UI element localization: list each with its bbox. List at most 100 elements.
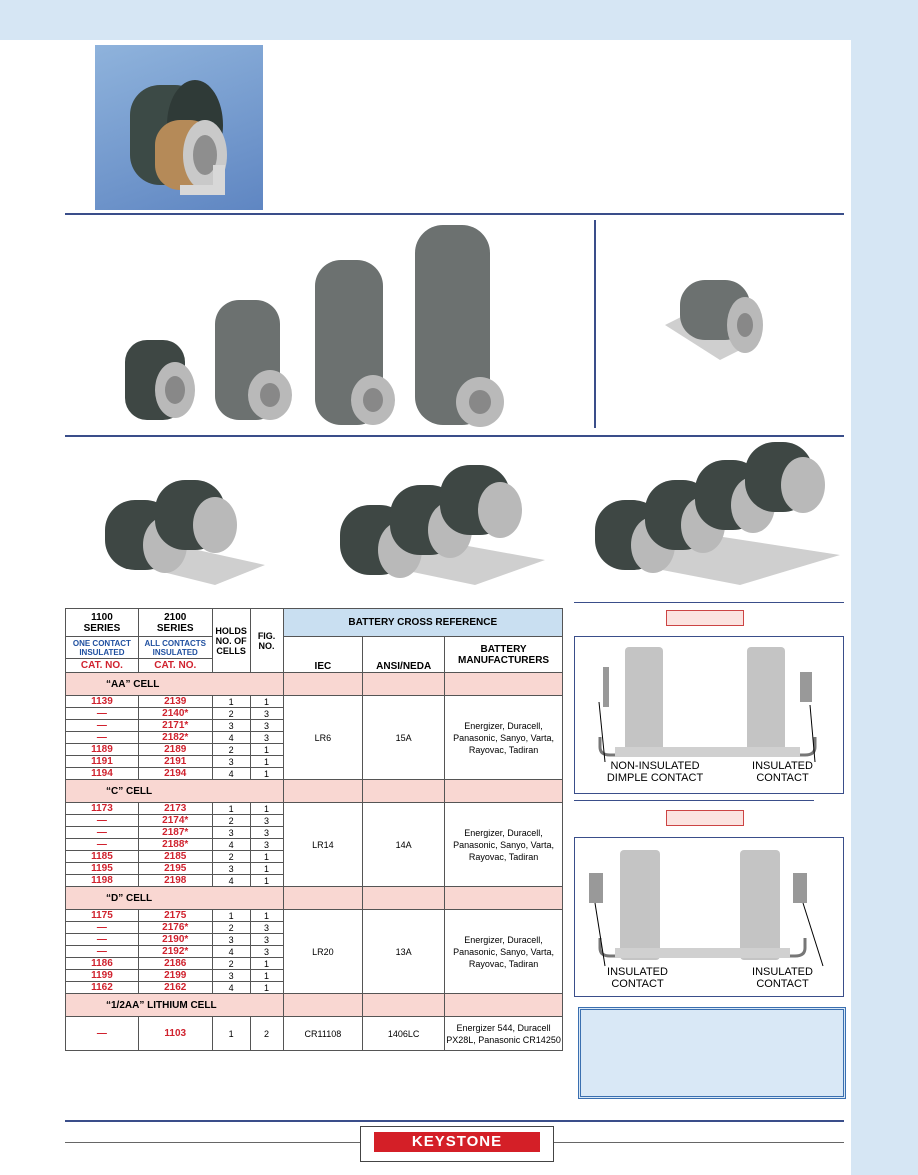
diagram-divider-mid [574, 800, 814, 801]
fig-cell: 3 [249, 838, 284, 851]
fig-cell: 1 [249, 862, 284, 875]
fig-cell: 3 [249, 826, 284, 839]
cells-cell: 4 [211, 731, 251, 744]
cat-no-1100-cell: 1199 [65, 969, 139, 982]
one-contact-insulated-label: ONE CONTACT INSULATED [65, 636, 139, 659]
three-cell-holder-image [340, 465, 545, 585]
fig-cell: 1 [249, 850, 284, 863]
cat-no-2100-cell: 2190* [137, 933, 213, 946]
cat-no-2100: CAT. NO. [137, 658, 213, 673]
hero-photo [95, 45, 263, 210]
cells-cell: 2 [211, 707, 251, 720]
series-1100-label: SERIES [83, 622, 121, 634]
cat-no-2100-cell: 2176* [137, 921, 213, 934]
cat-no-1100-cell: — [65, 731, 139, 744]
cat-no-1100-cell: 1162 [65, 981, 139, 994]
insulated-contact-label-1: INSULATED CONTACT [752, 760, 813, 784]
section-spacer [444, 993, 563, 1017]
divider-1 [65, 213, 844, 215]
cells-cell: 4 [211, 981, 251, 994]
mfr-cell: Energizer, Duracell, Panasonic, Sanyo, V… [444, 695, 563, 780]
section-spacer [444, 672, 563, 696]
two-cell-holder-image [105, 480, 265, 585]
section-row: “1/2AA” LITHIUM CELL [65, 993, 563, 1017]
cells-cell: 2 [211, 814, 251, 827]
cat-no-1100-cell: 1189 [65, 743, 139, 756]
cells-cell: 4 [211, 874, 251, 887]
fig-cell: 3 [249, 719, 284, 732]
cat-no-1100-cell: — [65, 838, 139, 851]
cells-cell: 3 [211, 969, 251, 982]
section-title: “1/2AA” LITHIUM CELL [65, 993, 284, 1017]
series-2100-label: SERIES [156, 622, 194, 634]
ansi-cell: 13A [362, 909, 446, 994]
section-spacer [444, 779, 563, 803]
cat-no-2100-cell: 2162 [137, 981, 213, 994]
cat-no-1100-cell: — [65, 1016, 139, 1051]
mfr-cell: Energizer 544, Duracell PX28L, Panasonic… [444, 1016, 563, 1051]
fig-cell: 3 [249, 707, 284, 720]
cat-no-2100-cell: 2186 [137, 957, 213, 970]
fig-cell: 1 [249, 969, 284, 982]
fig-header: FIG. NO. [249, 608, 284, 673]
cat-no-2100-cell: 2199 [137, 969, 213, 982]
fig-cell: 1 [249, 695, 284, 708]
fig-cell: 3 [249, 921, 284, 934]
insulated-contact-label-2: INSULATED CONTACT [607, 966, 668, 990]
top-band [0, 0, 918, 40]
cat-no-1100-cell: 1194 [65, 767, 139, 780]
footer-line-right [554, 1142, 844, 1143]
mfr-cell: Energizer, Duracell, Panasonic, Sanyo, V… [444, 802, 563, 887]
cells-cell: 3 [211, 719, 251, 732]
cells-cell: 4 [211, 945, 251, 958]
cat-no-1100-cell: 1185 [65, 850, 139, 863]
cat-no-2100-cell: 2194 [137, 767, 213, 780]
note-box [578, 1007, 846, 1099]
fig-cell: 3 [249, 814, 284, 827]
logo-box: KEYSTONE [360, 1126, 554, 1162]
footer-line-left [65, 1142, 360, 1143]
cat-no-2100-cell: 2173 [137, 802, 213, 815]
section-row: “D” CELL [65, 886, 563, 910]
cross-reference-header: BATTERY CROSS REFERENCE [282, 608, 564, 637]
fig-cell: 1 [249, 874, 284, 887]
fig-cell: 1 [249, 743, 284, 756]
fig-cell: 3 [249, 933, 284, 946]
cat-no-1100-cell: — [65, 945, 139, 958]
cat-no-1100-cell: 1173 [65, 802, 139, 815]
cat-no-2100-cell: 2182* [137, 731, 213, 744]
section-title: “D” CELL [65, 886, 284, 910]
cat-no-1100-cell: 1198 [65, 874, 139, 887]
cat-no-1100-cell: 1139 [65, 695, 139, 708]
keystone-logo: KEYSTONE [374, 1132, 540, 1152]
insulated-contact-label-3: INSULATED CONTACT [752, 966, 813, 990]
mfr-cell: Energizer, Duracell, Panasonic, Sanyo, V… [444, 909, 563, 994]
cat-no-1100-cell: 1175 [65, 909, 139, 922]
iec-cell: CR11108 [282, 1016, 364, 1051]
section-title: “AA” CELL [65, 672, 284, 696]
cells-cell: 1 [211, 1016, 251, 1051]
cat-no-2100-cell: 2191 [137, 755, 213, 768]
cells-cell: 3 [211, 862, 251, 875]
fig-cell: 1 [249, 957, 284, 970]
series-2100-number: 2100 [164, 611, 187, 623]
cat-no-2100-cell: 2192* [137, 945, 213, 958]
mounted-holder-image [665, 280, 763, 360]
cells-cell: 3 [211, 933, 251, 946]
cells-cell: 2 [211, 743, 251, 756]
cat-no-1100-cell: 1186 [65, 957, 139, 970]
cat-no-1100-cell: 1191 [65, 755, 139, 768]
divider-2 [65, 435, 844, 437]
cat-no-2100-cell: 2175 [137, 909, 213, 922]
cat-no-2100-cell: 1103 [137, 1016, 213, 1051]
